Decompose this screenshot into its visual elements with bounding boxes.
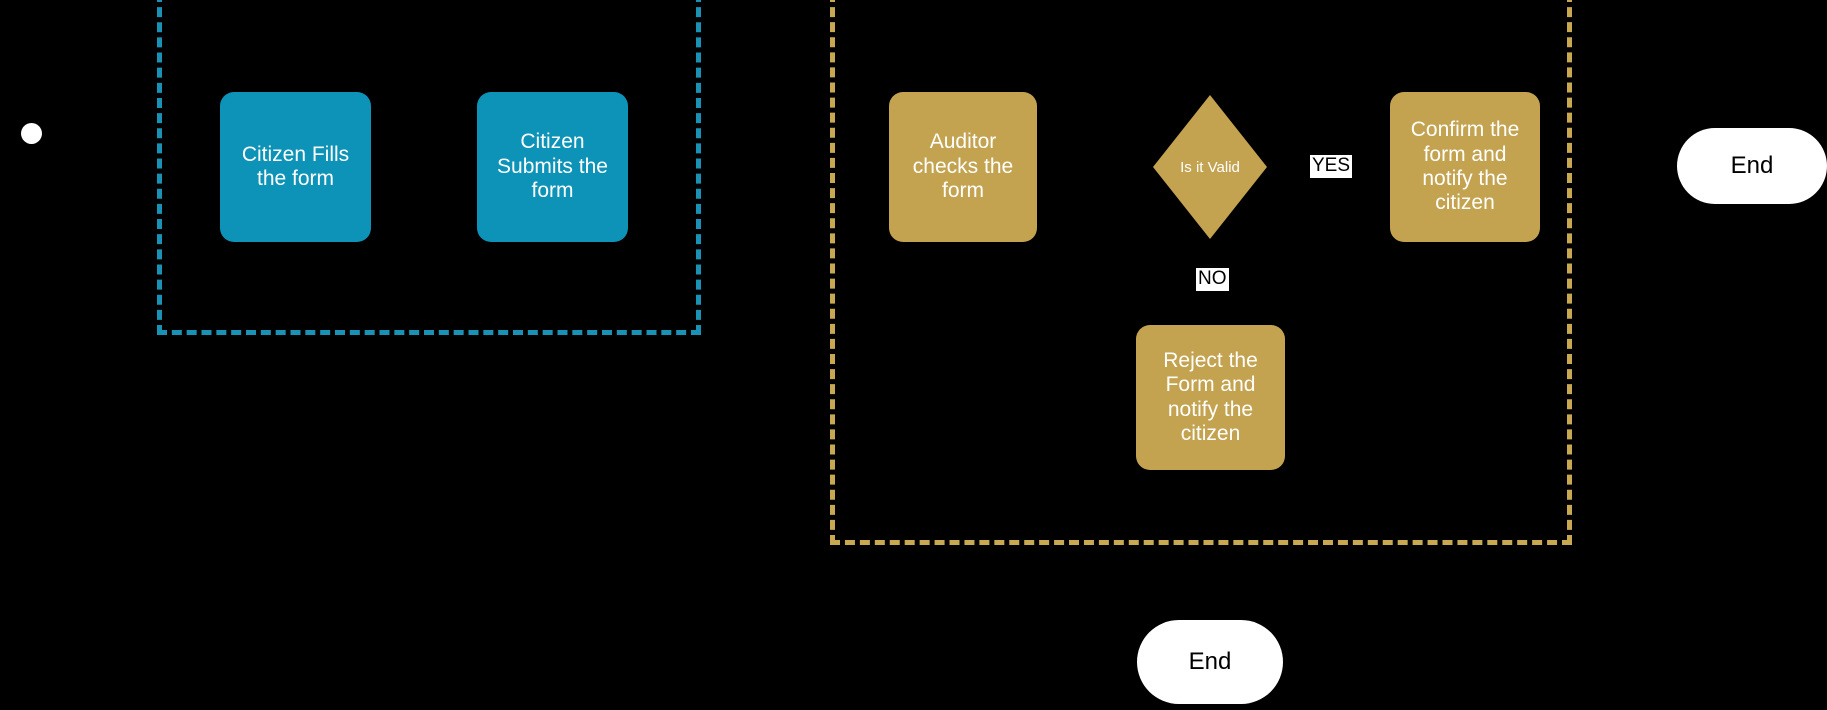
- node-citizen-submits-the-form[interactable]: Citizen Submits the form: [477, 92, 628, 242]
- node-auditor-checks-the-form[interactable]: Auditor checks the form: [889, 92, 1037, 242]
- edge-label-no: NO: [1196, 268, 1229, 291]
- node-citizen-fills-the-form[interactable]: Citizen Fills the form: [220, 92, 371, 242]
- edge-label-yes: YES: [1310, 155, 1353, 178]
- node-end-right[interactable]: End: [1677, 128, 1827, 204]
- lane-auditor: [830, 0, 1572, 545]
- lane-citizen: [157, 0, 701, 335]
- node-reject-the-form-and-notify-the-citizen[interactable]: Reject the Form and notify the citizen: [1136, 325, 1285, 470]
- diamond-label: Is it Valid: [1180, 158, 1240, 176]
- node-confirm-the-form-and-notify-the-citizen[interactable]: Confirm the form and notify the citizen: [1390, 92, 1540, 242]
- node-is-it-valid-decision[interactable]: Is it Valid: [1153, 95, 1267, 239]
- start-node-dot[interactable]: [21, 123, 42, 144]
- node-end-bottom[interactable]: End: [1137, 620, 1283, 704]
